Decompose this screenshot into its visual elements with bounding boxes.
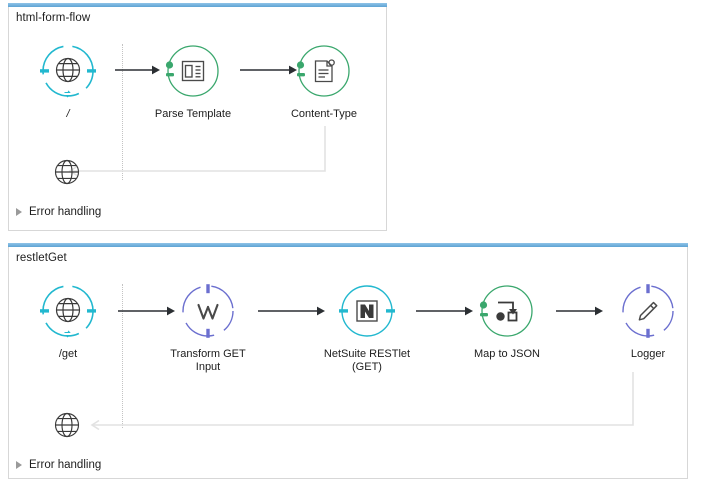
globe-icon xyxy=(37,280,99,342)
flow-1-error-handling-label: Error handling xyxy=(29,206,102,218)
flow-1-source-label: / xyxy=(66,108,70,120)
flow-1-node-content-type[interactable]: Content-Type xyxy=(278,40,370,121)
flow-1-node-parse-template[interactable]: Parse Template xyxy=(147,40,239,121)
flow-1-source-node[interactable]: / xyxy=(22,40,114,121)
flow-2-topbar xyxy=(8,243,688,247)
flow-1-node-2-label: Content-Type xyxy=(290,108,358,120)
flow-2-response-node[interactable] xyxy=(52,410,82,440)
flow-2-node-map-to-json[interactable]: Map to JSON xyxy=(461,280,553,361)
flow-1-title: html-form-flow xyxy=(16,12,91,24)
flow-2-error-handling-label: Error handling xyxy=(29,459,102,471)
flow-2-source-node[interactable]: /get xyxy=(22,280,114,361)
pencil-icon xyxy=(617,280,679,342)
transform-icon xyxy=(177,280,239,342)
triangle-right-icon[interactable] xyxy=(16,461,22,469)
flow-1-arrow-2 xyxy=(240,64,298,76)
globe-icon xyxy=(54,159,80,185)
flow-2-panel[interactable] xyxy=(8,247,688,479)
flow-2-source-divider xyxy=(122,284,123,428)
flow-2-arrow-4 xyxy=(556,305,604,317)
flow-2-arrow-2 xyxy=(258,305,326,317)
flow-2-arrow-3 xyxy=(416,305,474,317)
flow-1-node-1-label: Parse Template xyxy=(154,108,232,120)
triangle-right-icon[interactable] xyxy=(16,208,22,216)
flow-1-response-node[interactable] xyxy=(52,157,82,187)
document-properties-icon xyxy=(293,40,355,102)
flow-2-node-logger[interactable]: Logger xyxy=(602,280,694,361)
flow-2-node-2-label: NetSuite RESTlet (GET) xyxy=(323,348,411,373)
flow-1-topbar xyxy=(8,3,387,7)
flow-2-node-4-label: Logger xyxy=(630,348,666,360)
flow-2-return-path xyxy=(82,372,647,432)
flow-1-error-handling[interactable]: Error handling xyxy=(16,206,101,218)
flow-2-node-transform[interactable]: Transform GET Input xyxy=(162,280,254,374)
globe-icon xyxy=(54,412,80,438)
flow-2-node-netsuite[interactable]: NetSuite RESTlet (GET) xyxy=(321,280,413,374)
flow-2-node-1-label: Transform GET Input xyxy=(170,348,246,373)
flow-2-error-handling[interactable]: Error handling xyxy=(16,459,101,471)
flow-1-arrow-1 xyxy=(115,64,161,76)
netsuite-icon xyxy=(336,280,398,342)
flow-2-source-label: /get xyxy=(58,348,78,360)
flow-1-panel[interactable] xyxy=(8,7,387,231)
parse-template-icon xyxy=(162,40,224,102)
globe-icon xyxy=(37,40,99,102)
flow-1-source-divider xyxy=(122,44,123,180)
map-object-icon xyxy=(476,280,538,342)
flow-2-node-3-label: Map to JSON xyxy=(473,348,541,360)
flow-1-return-path xyxy=(60,126,335,178)
flow-2-arrow-1 xyxy=(118,305,176,317)
flow-2-title: restletGet xyxy=(16,252,67,264)
